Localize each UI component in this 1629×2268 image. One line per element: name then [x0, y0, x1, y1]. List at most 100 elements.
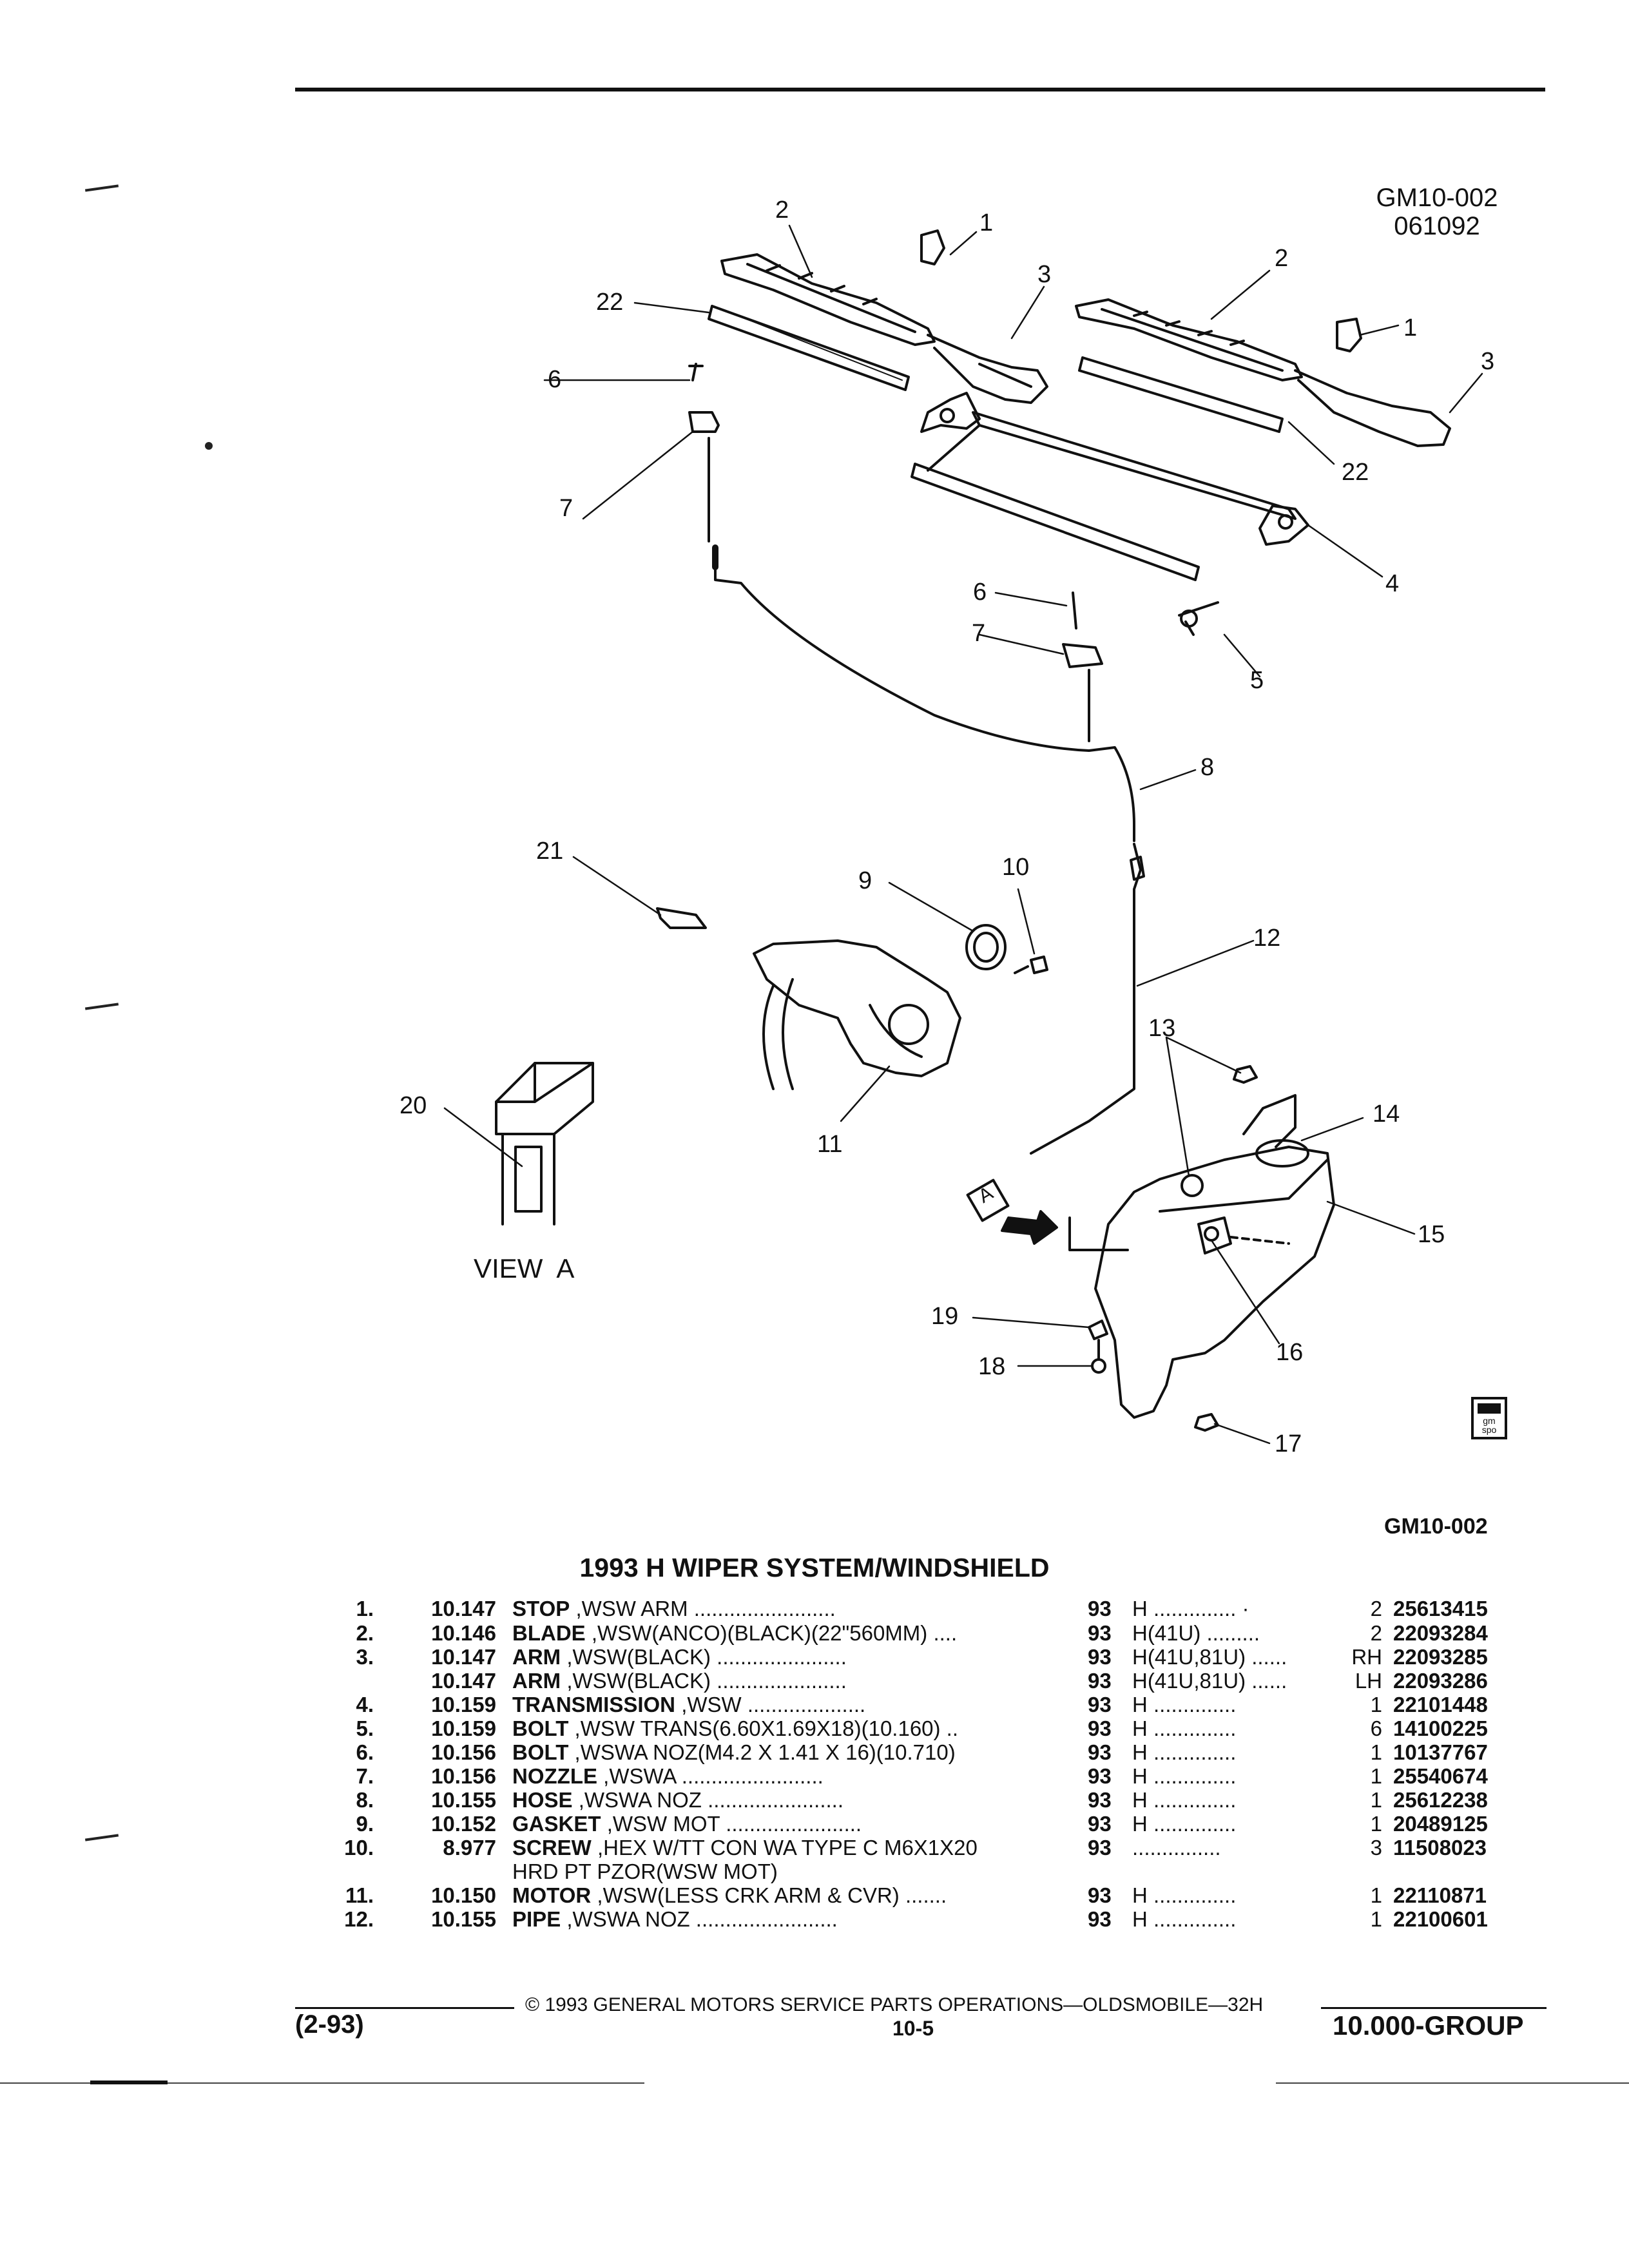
part-description: ARM ,WSW(BLACK) ...................... — [512, 1645, 847, 1669]
model-year: 93 — [1088, 1597, 1112, 1620]
callout-5: 5 — [1250, 667, 1264, 694]
callout-3: 3 — [1481, 348, 1495, 375]
nozzle-left — [688, 411, 720, 433]
model-year: 93 — [1088, 1621, 1112, 1645]
part-number: 22100601 — [1393, 1907, 1488, 1931]
model-year: 93 — [1088, 1645, 1112, 1669]
diagram-date-code: 061092 — [1394, 212, 1480, 240]
item-number: 11. — [345, 1883, 374, 1907]
part-description: TRANSMISSION ,WSW .................... — [512, 1693, 865, 1717]
part-detail: HRD PT PZOR(WSW MOT) — [512, 1860, 778, 1883]
quantity: 1 — [1370, 1693, 1382, 1716]
wiper-transmission — [911, 392, 1309, 581]
part-number: 25540674 — [1393, 1764, 1488, 1788]
callout-10: 10 — [1002, 854, 1030, 881]
washer-reservoir — [1068, 1094, 1335, 1419]
model-code: H .............. · — [1132, 1597, 1249, 1620]
part-detail: ,WSW(LESS CRK ARM & CVR) ....... — [597, 1883, 947, 1907]
model-code: H .............. — [1132, 1788, 1237, 1812]
leader-lines — [443, 224, 1483, 1445]
callout-7: 7 — [559, 495, 574, 522]
part-name: ARM — [512, 1669, 561, 1693]
part-name: TRANSMISSION — [512, 1693, 676, 1716]
quantity: 1 — [1370, 1812, 1382, 1836]
group-number: 10.156 — [431, 1764, 496, 1788]
part-description: SCREW ,HEX W/TT CON WA TYPE C M6X1X20 — [512, 1836, 978, 1860]
arm-stop-right — [1336, 318, 1362, 352]
model-year: 93 — [1088, 1693, 1112, 1716]
part-detail: ,WSW(ANCO)(BLACK)(22"560MM) .... — [591, 1621, 958, 1645]
margin-mark — [205, 442, 213, 450]
quantity: LH — [1354, 1669, 1382, 1693]
part-name: PIPE — [512, 1907, 561, 1931]
callout-9: 9 — [858, 867, 872, 894]
item-number: 12. — [344, 1907, 374, 1931]
part-number: 22093285 — [1393, 1645, 1488, 1669]
wiper-motor — [753, 939, 961, 1090]
part-number: 25613415 — [1393, 1597, 1488, 1620]
quantity: 1 — [1370, 1740, 1382, 1764]
wiper-arm-left — [927, 334, 1048, 404]
callout-6: 6 — [973, 579, 987, 606]
callout-8: 8 — [1200, 754, 1215, 781]
part-description: BLADE ,WSW(ANCO)(BLACK)(22"560MM) .... — [512, 1621, 957, 1646]
part-description: PIPE ,WSWA NOZ ........................ — [512, 1907, 838, 1932]
part-name: STOP — [512, 1597, 570, 1620]
part-description: NOZZLE ,WSWA ........................ — [512, 1764, 824, 1789]
part-detail: ,WSWA NOZ ....................... — [578, 1788, 844, 1812]
model-code: H(41U,81U) ...... — [1132, 1669, 1287, 1693]
group-number: 10.159 — [431, 1693, 496, 1716]
callout-2: 2 — [775, 197, 789, 224]
part-detail: ,WSW(BLACK) ...................... — [566, 1645, 847, 1669]
model-code: ............... — [1132, 1836, 1221, 1860]
callout-22: 22 — [1342, 459, 1369, 486]
part-name: HOSE — [512, 1788, 573, 1812]
part-number: 10137767 — [1393, 1740, 1488, 1764]
callout-14: 14 — [1373, 1100, 1400, 1128]
callout-7: 7 — [972, 620, 986, 647]
part-number: 22093284 — [1393, 1621, 1488, 1645]
quantity: 3 — [1370, 1836, 1382, 1860]
quantity: 6 — [1370, 1716, 1382, 1740]
nozzle-center — [1062, 643, 1103, 668]
group-number: 10.159 — [431, 1716, 496, 1740]
view-a-label: VIEW A — [474, 1253, 575, 1283]
group-number: 10.155 — [431, 1788, 496, 1812]
hose-clip — [656, 907, 707, 929]
part-description: BOLT ,WSWA NOZ(M4.2 X 1.41 X 16)(10.710) — [512, 1740, 956, 1765]
washer-hose — [708, 437, 1135, 842]
item-number: 3. — [356, 1645, 374, 1669]
quantity: 1 — [1370, 1788, 1382, 1812]
part-description: HRD PT PZOR(WSW MOT) — [512, 1860, 778, 1884]
group-number: 10.150 — [431, 1883, 496, 1907]
motor-gasket — [965, 924, 1007, 970]
view-a-arrow — [1001, 1210, 1058, 1245]
scan-line — [90, 2081, 168, 2084]
callout-16: 16 — [1276, 1339, 1304, 1366]
reservoir-bolt — [1088, 1320, 1108, 1361]
callout-15: 15 — [1418, 1221, 1445, 1248]
group-number: 10.152 — [431, 1812, 496, 1836]
group-number: 10.147 — [431, 1669, 496, 1693]
part-detail: ,WSWA NOZ ........................ — [566, 1907, 838, 1931]
model-year: 93 — [1088, 1812, 1112, 1836]
callout-12: 12 — [1253, 925, 1281, 952]
part-detail: ,WSW(BLACK) ...................... — [566, 1669, 847, 1693]
reservoir-nut-upper — [1233, 1065, 1258, 1084]
copyright-line: © 1993 GENERAL MOTORS SERVICE PARTS OPER… — [525, 1994, 1264, 2015]
diagram-code-header: GM10-002 061092 — [1353, 184, 1521, 240]
quantity: RH — [1351, 1645, 1382, 1669]
item-number: 6. — [356, 1740, 374, 1764]
model-year: 93 — [1088, 1740, 1112, 1764]
item-number: 10. — [344, 1836, 374, 1860]
part-name: NOZZLE — [512, 1764, 597, 1788]
group-number: 10.146 — [431, 1621, 496, 1645]
